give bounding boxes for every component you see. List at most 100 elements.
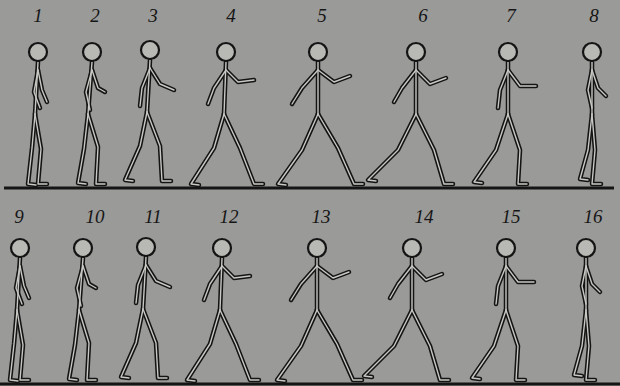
stick-limb (35, 114, 47, 184)
stick-limb-highlight (121, 309, 143, 378)
stick-limb-highlight (586, 310, 595, 380)
stick-limb (318, 70, 350, 82)
stick-limb-highlight (586, 266, 600, 292)
stick-limb-highlight (278, 114, 318, 185)
stick-limb-highlight (17, 310, 29, 380)
stick-limb-highlight (78, 114, 88, 184)
stick-limb-highlight (140, 68, 150, 106)
stick-limb-highlight (592, 70, 606, 96)
stick-limb (318, 114, 363, 184)
stick-head (577, 239, 595, 257)
stick-limb-highlight (220, 310, 259, 380)
stick-head (217, 43, 235, 61)
stick-limb-highlight (498, 70, 508, 108)
stick-limb (368, 114, 416, 181)
stick-limb (580, 114, 592, 180)
stick-head (499, 43, 517, 61)
stick-limb-highlight (506, 310, 525, 380)
stick-limb (317, 310, 362, 380)
stick-limb-highlight (317, 266, 349, 278)
stick-limb (506, 266, 534, 282)
frame-number: 14 (415, 207, 434, 226)
stick-limb (364, 310, 412, 377)
stick-limb-highlight (390, 266, 412, 298)
stick-limb-highlight (318, 114, 363, 184)
stick-head (583, 43, 601, 61)
stick-limb-highlight (508, 114, 527, 184)
frame-number: 13 (312, 207, 331, 226)
stick-limb-highlight (136, 265, 146, 303)
stick-limb (592, 114, 601, 184)
stick-limb-highlight (318, 70, 350, 82)
stick-limb-highlight (496, 266, 506, 304)
stick-limb (204, 266, 222, 300)
stick-limb-highlight (291, 266, 317, 300)
stick-limb-highlight (150, 68, 174, 90)
stick-limb (508, 70, 536, 86)
stick-limb-highlight (222, 266, 250, 278)
stick-limb-highlight (508, 70, 536, 86)
stick-head (141, 41, 159, 59)
stick-limb (69, 310, 79, 380)
frame-number: 3 (148, 6, 158, 25)
stick-limb-highlight (472, 310, 506, 379)
frame-number: 16 (584, 207, 603, 226)
stick-head (308, 239, 326, 257)
stick-limb-highlight (69, 310, 79, 380)
ground-line (4, 187, 614, 190)
stick-limb-highlight (20, 266, 29, 298)
stick-limb-highlight (368, 114, 416, 181)
stick-limb-highlight (208, 70, 226, 104)
stick-limb-highlight (86, 70, 92, 110)
stick-limb (586, 266, 600, 292)
stick-limb (586, 310, 595, 380)
stick-limb (498, 70, 508, 108)
stick-limb-highlight (187, 310, 220, 381)
stick-head (137, 238, 155, 256)
stick-head (407, 43, 425, 61)
stick-limb-highlight (125, 112, 147, 181)
stick-limb (38, 70, 47, 102)
stick-limb (416, 114, 453, 184)
frame-number: 7 (506, 6, 516, 25)
stick-limb (187, 310, 220, 381)
stick-limb (474, 114, 508, 183)
stick-limb-highlight (574, 310, 586, 376)
stick-limb (506, 310, 525, 380)
stick-limb (20, 266, 29, 298)
stick-head (83, 43, 101, 61)
stick-limb (574, 310, 586, 376)
stick-limb (222, 266, 250, 278)
stick-figures (10, 41, 606, 381)
stick-limb-highlight (592, 114, 601, 184)
stick-limb-highlight (77, 266, 83, 306)
stick-limb-highlight (416, 70, 446, 84)
stick-limb-highlight (582, 266, 586, 304)
stick-limb (226, 70, 254, 82)
stick-limb-highlight (580, 114, 592, 180)
stick-limb (277, 310, 317, 381)
stick-limb-highlight (416, 114, 453, 184)
stick-limb (147, 112, 171, 181)
stick-limb (390, 266, 412, 298)
stick-limb (412, 266, 442, 280)
stick-head (403, 239, 421, 257)
stick-limb-highlight (79, 310, 96, 380)
frame-number: 12 (220, 207, 239, 226)
stick-limb (88, 114, 105, 184)
stick-limb (17, 310, 29, 380)
stick-limb (146, 265, 170, 287)
stick-limb (278, 114, 318, 185)
stick-limb (291, 266, 317, 300)
stick-limb (150, 68, 174, 90)
stick-limb (121, 309, 143, 378)
stick-limb-highlight (412, 266, 442, 280)
frame-number: 8 (589, 6, 599, 25)
stick-limb (592, 70, 606, 96)
frame-number: 6 (418, 6, 428, 25)
stick-limb-highlight (146, 265, 170, 287)
stick-limb-highlight (226, 70, 254, 82)
stick-head (11, 239, 29, 257)
stick-limb (224, 114, 263, 184)
